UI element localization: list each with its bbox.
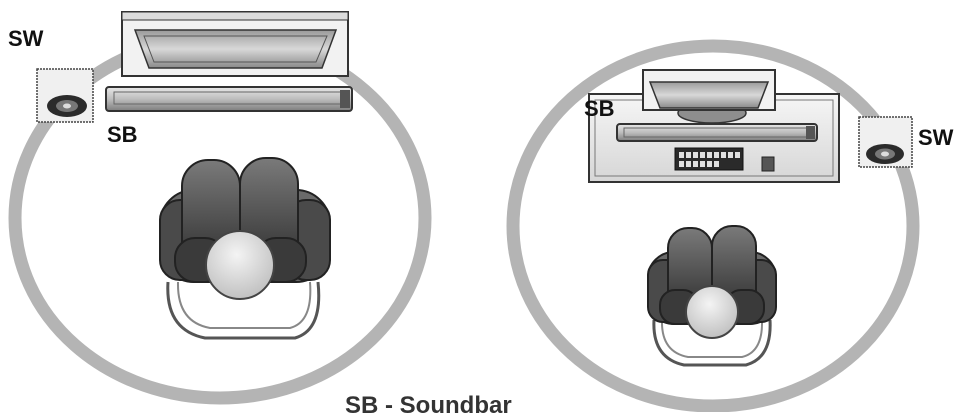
soundbar-label-right: SB bbox=[584, 96, 615, 121]
armchair-icon bbox=[159, 157, 331, 340]
listener-head bbox=[685, 285, 739, 339]
left-scene bbox=[8, 11, 432, 405]
subwoofer-label-right: SW bbox=[918, 125, 954, 150]
equipment-buttons bbox=[679, 152, 740, 167]
soundbar-label-left: SB bbox=[107, 122, 138, 147]
subwoofer-icon bbox=[858, 116, 913, 168]
tv-icon bbox=[642, 69, 776, 124]
tv-icon bbox=[121, 11, 349, 77]
subwoofer-icon bbox=[36, 68, 94, 123]
legend-caption: SB - Soundbar bbox=[345, 392, 512, 419]
soundbar-icon bbox=[105, 86, 353, 112]
subwoofer-label-left: SW bbox=[8, 26, 44, 51]
armchair-icon bbox=[647, 225, 777, 367]
right-listening-circle bbox=[506, 39, 920, 413]
soundbar-icon bbox=[616, 123, 818, 142]
right-scene bbox=[506, 39, 920, 413]
listener-head bbox=[205, 230, 275, 300]
